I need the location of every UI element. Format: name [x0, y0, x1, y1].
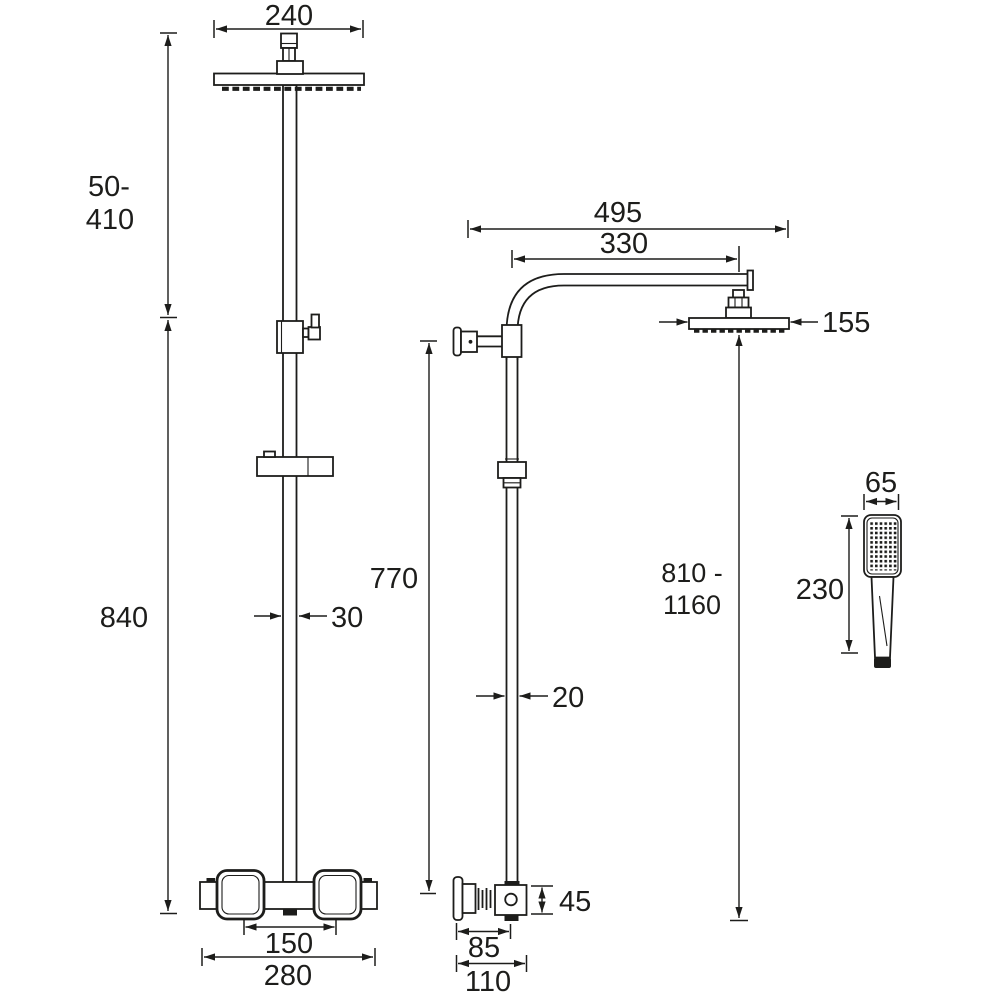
dim-head-height-range-label-1: 810 - — [661, 558, 723, 588]
riser-rail-side — [497, 357, 527, 887]
dim-valve-handle-centres-label: 150 — [265, 928, 313, 960]
valve-outlet-front — [283, 909, 297, 916]
side-view: 495 330 155 770 810 - 1160 — [370, 197, 871, 998]
dim-rail-diameter-label: 20 — [552, 682, 584, 714]
diverter-handle-front — [302, 313, 321, 341]
dim-head-diameter: 155 — [659, 307, 870, 339]
dim-valve-width: 280 — [201, 948, 376, 992]
dim-outlet-projection-label: 85 — [468, 932, 500, 964]
valve-handle-right — [312, 869, 363, 921]
dim-riser-height: 840 — [100, 320, 177, 915]
hose-nut-lower — [504, 881, 520, 887]
dim-head-drop-range-label-1: 50- — [88, 171, 130, 203]
valve-handle-left — [215, 869, 266, 921]
fixed-head-side — [688, 317, 790, 330]
riser-coupling-front — [276, 320, 304, 354]
dim-valve-handle-centres: 150 — [243, 919, 337, 960]
dim-rail-height: 770 — [370, 340, 437, 895]
dim-head-width: 240 — [213, 0, 364, 38]
head-connector-front — [276, 32, 304, 75]
dim-arm-projection: 330 — [511, 228, 740, 272]
dim-riser-height-label: 840 — [100, 602, 148, 634]
handset-spray-plate — [869, 521, 899, 571]
dim-head-width-label: 240 — [265, 0, 313, 32]
dim-riser-diameter: 30 — [254, 602, 363, 634]
riser-sleeve-side — [501, 324, 523, 358]
dim-handset-width-label: 65 — [865, 467, 897, 499]
wall-bracket-top — [452, 324, 523, 358]
dim-outlet-height-label: 45 — [559, 886, 591, 918]
dim-handset-width: 65 — [863, 467, 900, 510]
dim-outlet-height: 45 — [531, 885, 591, 918]
dim-head-drop-range: 50- 410 — [86, 32, 177, 319]
dim-head-height-range-label-2: 1160 — [663, 590, 721, 620]
handset-holder-front — [256, 450, 334, 477]
front-view: 240 50- 410 840 30 150 — [86, 0, 378, 992]
wall-flange-bottom — [452, 876, 464, 921]
dim-riser-diameter-label: 30 — [331, 602, 363, 634]
outlet-valve-spout — [504, 915, 519, 921]
wall-outlet-elbow — [452, 876, 528, 921]
dim-valve-width-label: 280 — [264, 960, 312, 992]
shower-arm-outer — [505, 273, 748, 360]
fixed-head-front — [213, 72, 365, 86]
wall-flange-top — [452, 326, 462, 357]
dim-head-drop-range-label-2: 410 — [86, 204, 134, 236]
arm-end-plate — [746, 269, 754, 291]
handset-holder-side — [497, 461, 527, 479]
bracket-screw-dot — [468, 339, 473, 344]
dim-head-height-range: 810 - 1160 — [661, 335, 748, 922]
dim-outlet-projection-overall: 110 — [455, 955, 528, 998]
dim-rail-diameter: 20 — [476, 682, 584, 714]
dim-arm-projection-overall: 495 — [467, 197, 789, 238]
dim-handset-length: 230 — [796, 515, 858, 654]
dim-outlet-projection-overall-label: 110 — [465, 966, 511, 998]
dim-head-diameter-label: 155 — [822, 307, 870, 339]
hand-shower-view: 65 230 — [796, 467, 902, 668]
dim-rail-height-label: 770 — [370, 563, 418, 595]
bar-valve-front — [199, 869, 378, 921]
valve-inlet-left — [206, 878, 215, 883]
handset-handle-highlight — [878, 595, 888, 647]
riser-pipe-front — [282, 84, 298, 883]
dim-handset-length-label: 230 — [796, 574, 844, 606]
dim-outlet-projection: 85 — [455, 923, 512, 964]
handset-inlet-cap — [874, 657, 891, 668]
outlet-valve-port — [504, 892, 518, 907]
valve-inlet-right — [363, 878, 372, 883]
dim-arm-projection-label: 330 — [600, 228, 648, 260]
dim-arm-projection-overall-label: 495 — [594, 197, 642, 229]
head-connector-side — [725, 289, 752, 319]
